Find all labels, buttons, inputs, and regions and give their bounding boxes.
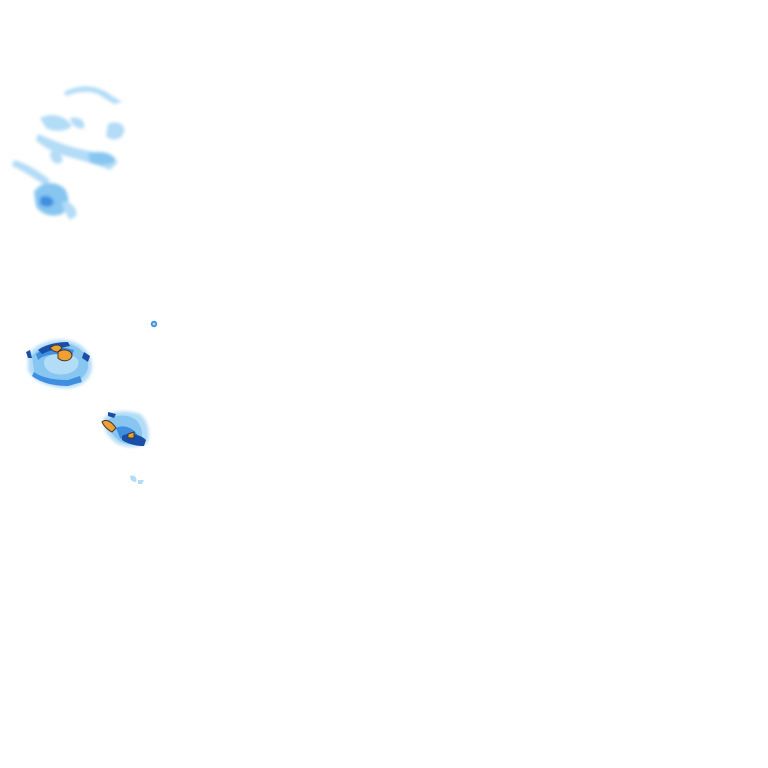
- rain-band-intense: [127, 431, 135, 439]
- rain-band-intense: [57, 349, 73, 362]
- rain-band-heavy: [32, 372, 82, 386]
- rain-cell-south: [101, 411, 149, 484]
- rain-band-light: [130, 475, 137, 482]
- rain-band-very-heavy: [108, 412, 116, 418]
- rain-band-light: [40, 115, 72, 131]
- rain-band-light: [138, 480, 144, 484]
- rain-cell-northwest: [12, 86, 125, 220]
- rain-band-light: [12, 160, 50, 186]
- rain-cell-isolated: [150, 320, 158, 328]
- rain-dot-light: [152, 322, 156, 326]
- rain-band-light: [70, 117, 85, 129]
- rain-band-light: [64, 86, 122, 104]
- rain-band-intense: [101, 419, 117, 433]
- rain-band-very-heavy: [26, 350, 32, 358]
- rain-band-moderate: [88, 152, 116, 165]
- rain-cell-west: [26, 339, 92, 388]
- rain-band-heavy: [40, 195, 54, 207]
- rain-band-light: [106, 122, 125, 140]
- rain-band-intense: [49, 344, 63, 353]
- rain-band-light: [50, 151, 63, 164]
- rain-band-light: [62, 201, 77, 220]
- rain-band-very-heavy: [82, 352, 90, 362]
- rain-band-light: [36, 134, 118, 170]
